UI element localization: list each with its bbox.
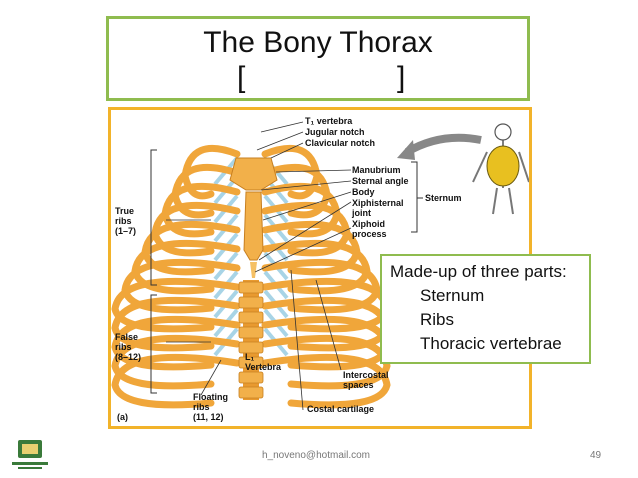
panel-label: (a) [117, 412, 128, 422]
title-brackets: [ ] [109, 61, 527, 95]
label-intercostal-2: spaces [343, 380, 374, 390]
sternum-shape [229, 157, 278, 278]
label-t1-vertebra: T₁ vertebra [305, 116, 353, 126]
rib-arc [111, 296, 241, 352]
footer-email: h_noveno@hotmail.com [262, 450, 370, 461]
callout-item-vertebrae: Thoracic vertebrae [420, 334, 562, 353]
slide-title: The Bony Thorax [203, 26, 433, 59]
pointer-arrow [404, 133, 482, 156]
leader-lines [166, 121, 352, 411]
rib-arc [261, 334, 391, 390]
bracket-open: [ [237, 61, 246, 94]
label-sternum: Sternum [425, 193, 462, 203]
page-number: 49 [590, 450, 602, 461]
vertebra-block [238, 296, 264, 309]
vertebra-block [238, 386, 264, 399]
label-joint: joint [351, 208, 371, 218]
vertebra-block [238, 341, 264, 354]
label-false-ribs-1: False [115, 332, 138, 342]
label-l1: L₁ [245, 352, 254, 362]
callout-item-ribs: Ribs [420, 310, 455, 329]
label-xiphoid: Xiphoid [352, 219, 385, 229]
label-body: Body [352, 187, 375, 197]
label-costal-cartilage: Costal cartilage [307, 404, 374, 414]
parts-callout: Made-up of three parts: Sternum Ribs Tho… [380, 254, 591, 364]
rib-arc [111, 334, 241, 390]
bracket-close: ] [397, 61, 406, 94]
vertebra-block [238, 281, 264, 294]
label-floating-2: ribs [193, 402, 210, 412]
label-true-ribs-1: True [115, 206, 134, 216]
rib-arc [111, 315, 241, 371]
vertebral-column [238, 280, 264, 400]
thorax-illustration: T₁ vertebra Jugular notch Clavicular not… [111, 116, 529, 422]
label-process: process [352, 229, 387, 239]
callout-item-sternum: Sternum [420, 286, 485, 305]
vertebra-block [238, 371, 264, 384]
label-vertebra: Vertebra [245, 362, 282, 372]
label-sternal-angle: Sternal angle [352, 176, 409, 186]
vertebra-block [238, 356, 264, 369]
university-logo [8, 438, 52, 472]
skeleton-icon [472, 123, 529, 215]
rib-arc [261, 353, 391, 409]
callout-heading: Made-up of three parts: [390, 262, 567, 281]
label-false-ribs-2: ribs [115, 342, 132, 352]
arrow-head-icon [397, 140, 415, 160]
vertebra-block [238, 326, 264, 339]
label-jugular-notch: Jugular notch [305, 127, 365, 137]
rib-cage [111, 144, 391, 409]
rib-arc [111, 277, 241, 333]
label-floating-1: Floating [193, 392, 228, 402]
label-floating-3: (11, 12) [193, 412, 224, 422]
slide-title-box: The Bony Thorax [ ] [106, 16, 530, 101]
label-xiphisternal: Xiphisternal [352, 198, 404, 208]
label-manubrium: Manubrium [352, 165, 401, 175]
label-false-ribs-3: (8–12) [115, 352, 141, 362]
rib-arc [111, 353, 241, 409]
vertebra-block [238, 311, 264, 324]
label-true-ribs-2: ribs [115, 216, 132, 226]
label-intercostal-1: Intercostal [343, 370, 389, 380]
label-clavicular-notch: Clavicular notch [305, 138, 375, 148]
label-true-ribs-3: (1–7) [115, 226, 136, 236]
label-brackets [150, 149, 423, 394]
